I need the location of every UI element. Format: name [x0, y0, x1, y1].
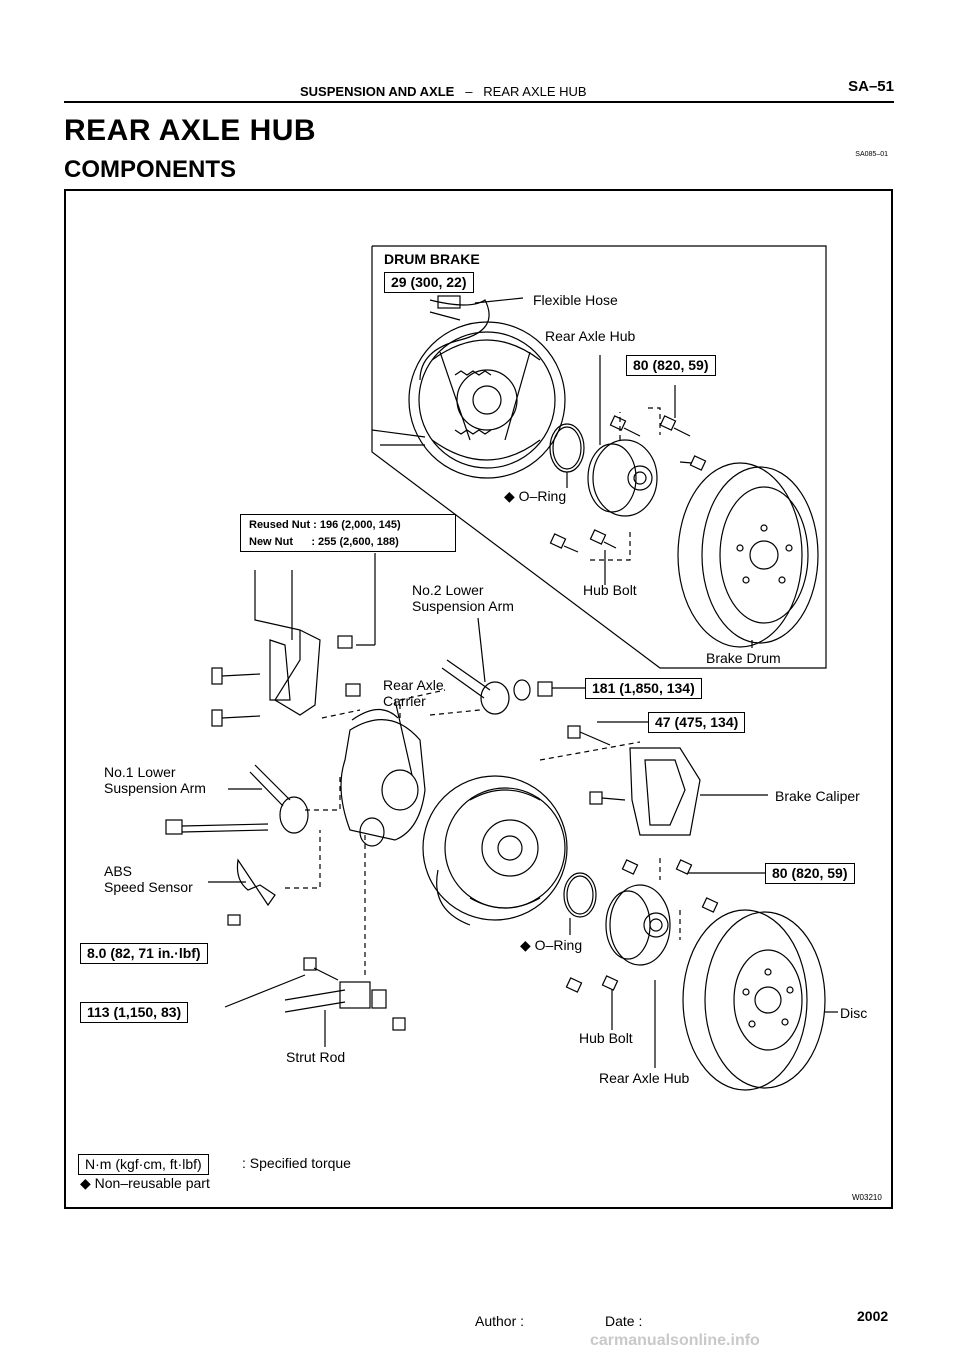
section-title: COMPONENTS — [64, 156, 237, 183]
doc-id: SA085–01 — [855, 151, 888, 158]
footer-date: Date : — [605, 1313, 643, 1329]
legend-specified-torque: : Specified torque — [242, 1155, 351, 1171]
o-ring-bottom-shape — [563, 872, 597, 918]
disc-backing-plate — [422, 775, 568, 926]
header-separator: – — [465, 84, 473, 99]
legend-unit-box: N·m (kgf·cm, ft·lbf) — [78, 1154, 209, 1175]
watermark: carmanualsonline.info — [590, 1332, 760, 1349]
running-header: SUSPENSION AND AXLE – REAR AXLE HUB — [300, 84, 587, 99]
torque-47: 47 (475, 134) — [648, 712, 746, 733]
disc-shape — [682, 909, 838, 1091]
rear-axle-hub-top-shape — [587, 355, 658, 517]
label-rear-axle-carrier: Rear Axle Carrier — [383, 677, 444, 709]
brake-drum-shape — [677, 462, 819, 648]
label-strut-rod: Strut Rod — [286, 1049, 346, 1065]
footer-author: Author : — [475, 1313, 525, 1329]
no2-lower-arm-shape — [429, 617, 585, 716]
figure-id: W03210 — [852, 1193, 882, 1202]
label-abs-sensor: ABS Speed Sensor — [104, 863, 193, 895]
label-rear-axle-hub-top: Rear Axle Hub — [545, 328, 636, 344]
torque-reused-nut: Reused Nut : 196 (2,000, 145) — [249, 519, 401, 531]
figure-frame — [64, 189, 893, 1209]
label-hub-bolt-top: Hub Bolt — [583, 582, 637, 598]
torque-181: 181 (1,850, 134) — [585, 678, 702, 699]
drum-backing-plate — [371, 321, 566, 479]
label-o-ring-bottom: ◆ O–Ring — [520, 937, 583, 953]
abs-sensor-shape — [208, 830, 321, 926]
label-o-ring-top: ◆ O–Ring — [504, 488, 567, 504]
torque-8: 8.0 (82, 71 in.·lbf) — [80, 943, 208, 964]
header-rule — [64, 101, 894, 103]
label-rear-axle-hub-bottom: Rear Axle Hub — [599, 1070, 690, 1086]
page-title: REAR AXLE HUB — [64, 114, 317, 147]
carrier-shape — [340, 699, 426, 847]
label-disc: Disc — [840, 1005, 868, 1021]
footer-year: 2002 — [857, 1308, 889, 1324]
torque-113: 113 (1,150, 83) — [80, 1002, 189, 1023]
label-no1-lower-arm: No.1 Lower Suspension Arm — [104, 764, 206, 796]
brake-caliper-shape — [539, 721, 768, 836]
upper-bracket-shape — [211, 553, 376, 727]
label-brake-drum: Brake Drum — [706, 650, 781, 666]
label-hub-bolt-bottom: Hub Bolt — [579, 1030, 633, 1046]
hub-bolts-top — [549, 385, 707, 585]
header-subsection: REAR AXLE HUB — [483, 84, 587, 99]
o-ring-top-shape — [549, 423, 585, 473]
legend-non-reusable: ◆ Non–reusable part — [80, 1175, 210, 1191]
no1-lower-arm-shape — [165, 764, 341, 835]
label-flexible-hose: Flexible Hose — [533, 292, 618, 308]
torque-new-nut: New Nut : 255 (2,600, 188) — [249, 536, 399, 548]
torque-80-top: 80 (820, 59) — [626, 355, 716, 376]
label-no2-lower-arm: No.2 Lower Suspension Arm — [412, 582, 514, 614]
rear-axle-hub-bottom-shape — [565, 858, 768, 1068]
torque-29: 29 (300, 22) — [384, 272, 474, 293]
strut-rod-shape — [224, 835, 406, 1047]
drum-brake-title: DRUM BRAKE — [384, 251, 480, 267]
flexible-hose-shape — [419, 299, 490, 381]
drum-brake-outline — [371, 245, 827, 669]
carrier-nut-torque-box: Reused Nut : 196 (2,000, 145) New Nut : … — [240, 514, 456, 552]
page-number: SA–51 — [848, 78, 894, 95]
header-section: SUSPENSION AND AXLE — [300, 84, 455, 99]
label-brake-caliper: Brake Caliper — [775, 788, 860, 804]
torque-80-bottom: 80 (820, 59) — [765, 863, 855, 884]
